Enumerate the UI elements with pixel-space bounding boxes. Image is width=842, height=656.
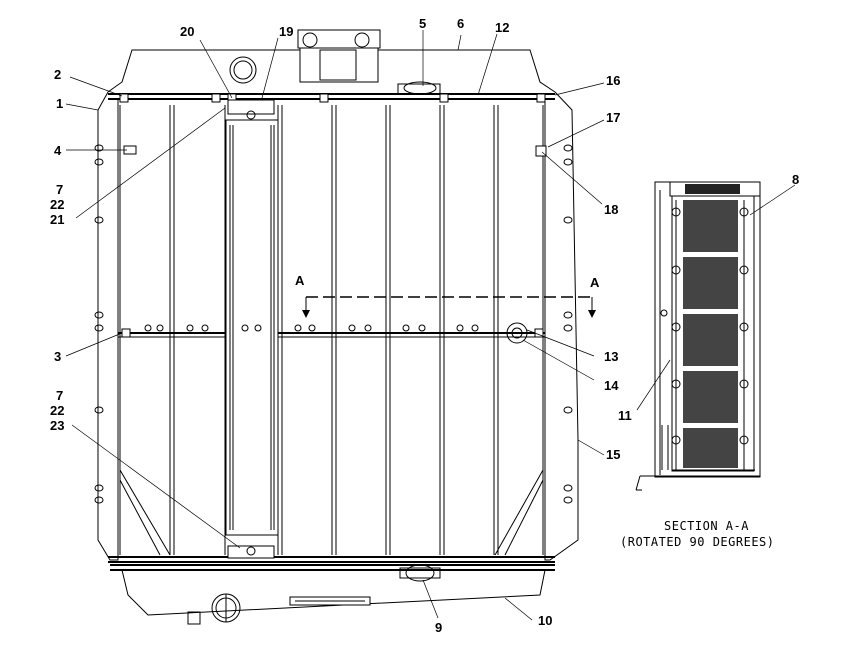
callout-12: 12 — [495, 20, 509, 35]
section-title: SECTION A-A — [664, 519, 749, 533]
callout-3: 3 — [54, 349, 61, 364]
leader-lines — [65, 30, 796, 621]
callout-9: 9 — [435, 620, 442, 635]
fasteners — [119, 93, 547, 559]
callout-6: 6 — [457, 16, 464, 31]
top-tank — [107, 29, 556, 95]
callout-11: 11 — [618, 408, 632, 423]
section-marker-left: A — [295, 273, 305, 288]
callout-5: 5 — [419, 16, 426, 31]
callout-7-upper: 7 — [56, 182, 63, 197]
section-subtitle: (ROTATED 90 DEGREES) — [620, 535, 775, 549]
callout-labels: 1 2 4 7 22 21 3 7 22 23 20 19 5 6 12 16 … — [50, 16, 799, 635]
callout-23: 23 — [50, 418, 64, 433]
callout-8: 8 — [792, 172, 799, 187]
side-mounting-holes — [94, 144, 573, 504]
section-a-a-detail — [635, 181, 761, 491]
callout-16: 16 — [606, 73, 620, 88]
callout-4: 4 — [54, 143, 62, 158]
callout-13: 13 — [604, 349, 618, 364]
callout-17: 17 — [606, 110, 620, 125]
callout-15: 15 — [606, 447, 620, 462]
callout-22-lower: 22 — [50, 403, 64, 418]
section-cut-line — [302, 296, 596, 318]
callout-7-lower: 7 — [56, 388, 63, 403]
callout-20: 20 — [180, 24, 194, 39]
bottom-tank — [121, 564, 546, 625]
callout-1: 1 — [56, 96, 63, 111]
callout-2: 2 — [54, 67, 61, 82]
corner-braces — [119, 469, 544, 556]
callout-10: 10 — [538, 613, 552, 628]
callout-18: 18 — [604, 202, 618, 217]
section-marker-right: A — [590, 275, 600, 290]
callout-22-upper: 22 — [50, 197, 64, 212]
callout-14: 14 — [604, 378, 619, 393]
callout-21: 21 — [50, 212, 64, 227]
callout-19: 19 — [279, 24, 293, 39]
core-sections — [119, 105, 544, 555]
